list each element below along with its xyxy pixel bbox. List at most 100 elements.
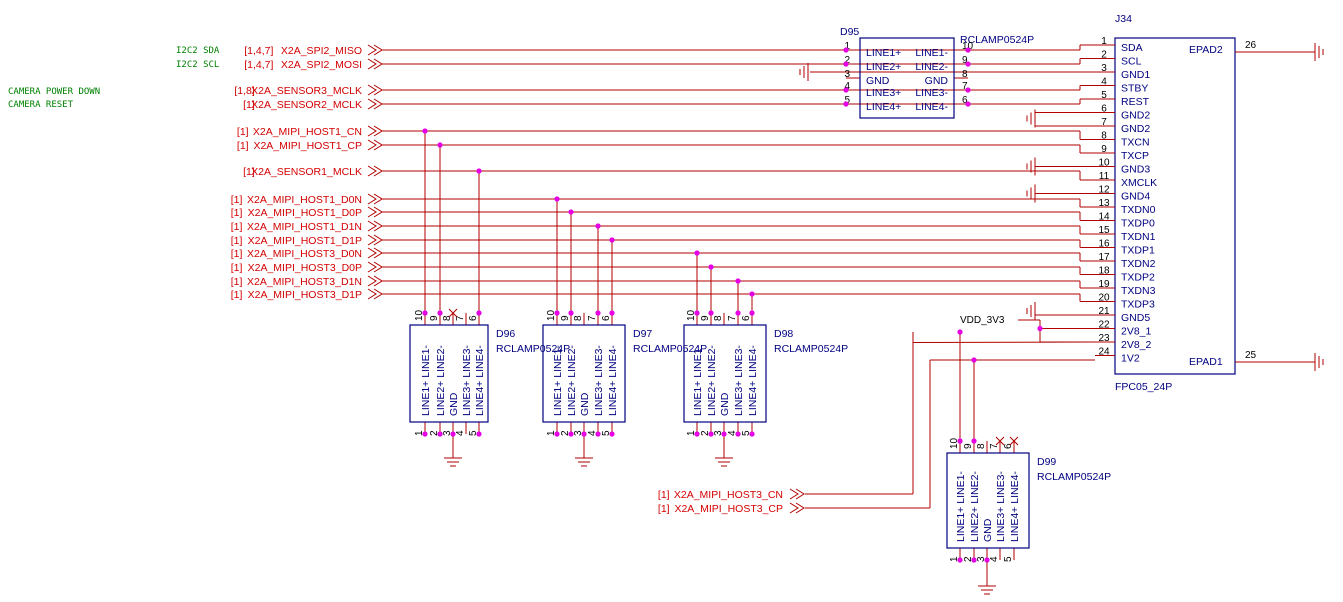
- j34-pin-num: 3: [1101, 63, 1107, 74]
- j34-pin-name: TXDP0: [1121, 218, 1155, 230]
- j34-pin-num: 13: [1098, 198, 1110, 209]
- junction-dot: [843, 61, 849, 67]
- j34-pin-num: 9: [1101, 144, 1107, 155]
- junction-dot: [984, 557, 990, 563]
- j34-pin-name: GND1: [1121, 69, 1150, 81]
- junction-dot: [437, 142, 443, 148]
- junction-dot: [957, 438, 963, 444]
- bottom-off-page-ports: X2A_MIPI_HOST3_CN[1]X2A_MIPI_HOST3_CP[1]: [658, 488, 805, 515]
- d95-right-pin: 10: [962, 41, 974, 52]
- port-chevron: [367, 275, 383, 287]
- d95-right-label: GND: [925, 75, 949, 87]
- port-ref: [1]: [237, 126, 249, 138]
- tvs-top-pin: 7: [727, 315, 738, 321]
- port-x2a_mipi_host1_d1n: X2A_MIPI_HOST1_D1N[1]: [231, 220, 383, 233]
- junction-dot: [957, 557, 963, 563]
- j34-epad1-num: 25: [1245, 350, 1257, 361]
- junction-dot: [554, 431, 560, 437]
- junction-dot: [735, 310, 741, 316]
- junction-dot: [609, 310, 615, 316]
- d95-right-pin: 6: [962, 95, 968, 106]
- tvs-top-pin: 8: [713, 315, 724, 321]
- no-connect-mark: [995, 436, 1005, 446]
- j34-pin-num: 11: [1099, 171, 1110, 182]
- j34-pin-name: TXDP3: [1121, 299, 1155, 311]
- port-text: X2A_MIPI_HOST1_D0N: [247, 194, 362, 206]
- tvs-bottom-pin: 1: [546, 430, 557, 436]
- port-chevron: [789, 502, 805, 514]
- port-text: X2A_MIPI_HOST1_D1N: [247, 221, 362, 233]
- j34-pin-num: 14: [1098, 212, 1110, 223]
- d95-left-pin: 5: [844, 95, 850, 106]
- tvs-bottom-pin: 5: [468, 430, 479, 436]
- tvs-line-label: LINE1+ LINE1-: [420, 345, 432, 416]
- junction-dot: [971, 357, 977, 363]
- port-ref: [1]: [231, 207, 243, 219]
- tvs-bottom-pin: 4: [989, 556, 1000, 562]
- d95-right-pin: 8: [962, 69, 968, 80]
- port-chevron: [367, 98, 383, 110]
- junction-dot: [609, 431, 615, 437]
- gnd-d96: [444, 452, 462, 467]
- junction-dot: [595, 431, 601, 437]
- gnd-d97: [575, 452, 593, 467]
- tvs-line-label: LINE3+ LINE3-: [593, 345, 605, 416]
- j34-pin-name: TXDN0: [1121, 204, 1156, 216]
- port-text: X2A_SPI2_MOSI: [281, 59, 362, 71]
- no-connect-mark: [1009, 436, 1019, 446]
- port-chevron: [789, 488, 805, 500]
- junction-dot: [965, 101, 971, 107]
- junction-dot: [554, 196, 560, 202]
- tvs-top-pin: 10: [949, 437, 960, 449]
- tvs-top-pin: 10: [686, 309, 697, 321]
- left-off-page-ports: X2A_SPI2_MISO[1,4,7]X2A_SPI2_MOSI[1,4,7]…: [231, 44, 383, 301]
- gnd-j34-21: [1026, 302, 1036, 320]
- gnd-d98: [715, 452, 733, 467]
- port-text: X2A_MIPI_HOST3_CN: [674, 489, 783, 501]
- tvs-line-label: GND: [719, 392, 731, 416]
- junction-dot: [965, 61, 971, 67]
- tvs-bottom-pin: 5: [1003, 556, 1014, 562]
- port-x2a_mipi_host1_cn: X2A_MIPI_HOST1_CN[1]: [237, 125, 383, 138]
- junction-dot: [694, 310, 700, 316]
- port-ref: [1]: [231, 276, 243, 288]
- tvs-top-pin: 6: [741, 315, 752, 321]
- port-x2a_mipi_host3_d0n: X2A_MIPI_HOST3_D0N[1]: [231, 247, 383, 260]
- tvs-ref: D96: [496, 328, 515, 340]
- junction-dot: [735, 431, 741, 437]
- junction-dot: [422, 310, 428, 316]
- port-x2a_mipi_host3_d1n: X2A_MIPI_HOST3_D1N[1]: [231, 275, 383, 288]
- port-ref: [1,8]: [234, 85, 255, 97]
- j34-pin-name: STBY: [1121, 83, 1148, 95]
- tvs-line-label: LINE4+ LINE4-: [747, 345, 759, 416]
- junction-dot: [843, 47, 849, 53]
- j34-pin-name: TXDN2: [1121, 258, 1156, 270]
- junction-dot: [437, 431, 443, 437]
- junction-dot: [749, 291, 755, 297]
- j34-pin-name: GND3: [1121, 164, 1150, 176]
- tvs-line-label: LINE3+ LINE3-: [461, 345, 473, 416]
- d95-left-label: LINE1+: [866, 47, 901, 59]
- port-ref: [1]: [231, 235, 243, 247]
- tvs-top-pin: 6: [468, 315, 479, 321]
- port-ref: [1,4,7]: [244, 45, 273, 57]
- port-x2a_mipi_host1_d1p: X2A_MIPI_HOST1_D1P[1]: [231, 234, 383, 247]
- j34-pin-name: REST: [1121, 96, 1150, 108]
- j34-pin-name: TXCP: [1121, 150, 1149, 162]
- port-ref: [1]: [658, 489, 670, 501]
- no-connect-mark: [448, 308, 458, 318]
- tvs-top-pin: 9: [700, 315, 711, 321]
- tvs-bottom-pin: 2: [700, 430, 711, 436]
- d95-right-label: LINE3-: [915, 87, 948, 99]
- junction-dots: [422, 47, 1043, 563]
- gnd-j34-10: [1026, 157, 1036, 176]
